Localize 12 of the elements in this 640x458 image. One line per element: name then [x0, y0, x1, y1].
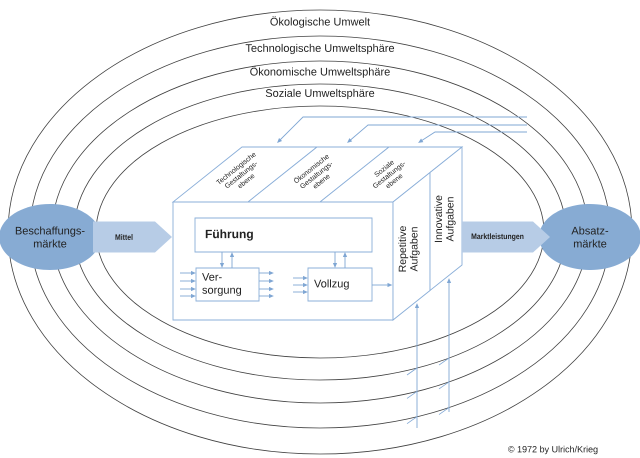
copyright-note: © 1972 by Ulrich/Krieg — [508, 446, 598, 454]
ring-label: Ökonomische Umweltsphäre — [250, 66, 390, 78]
ring-label: Technologische Umweltsphäre — [246, 44, 394, 54]
edge-label: Mittel — [114, 233, 134, 241]
arrow — [347, 124, 528, 143]
process-box: Vollzug — [308, 268, 372, 302]
block-arrow — [93, 222, 172, 252]
arrow — [277, 116, 528, 143]
ring-label: Soziale Umweltsphäre — [266, 88, 374, 100]
process-box: Führung — [194, 218, 372, 252]
process-box: Ver- sorgung — [196, 268, 260, 302]
ring-label: Ökologische Umwelt — [270, 16, 370, 28]
